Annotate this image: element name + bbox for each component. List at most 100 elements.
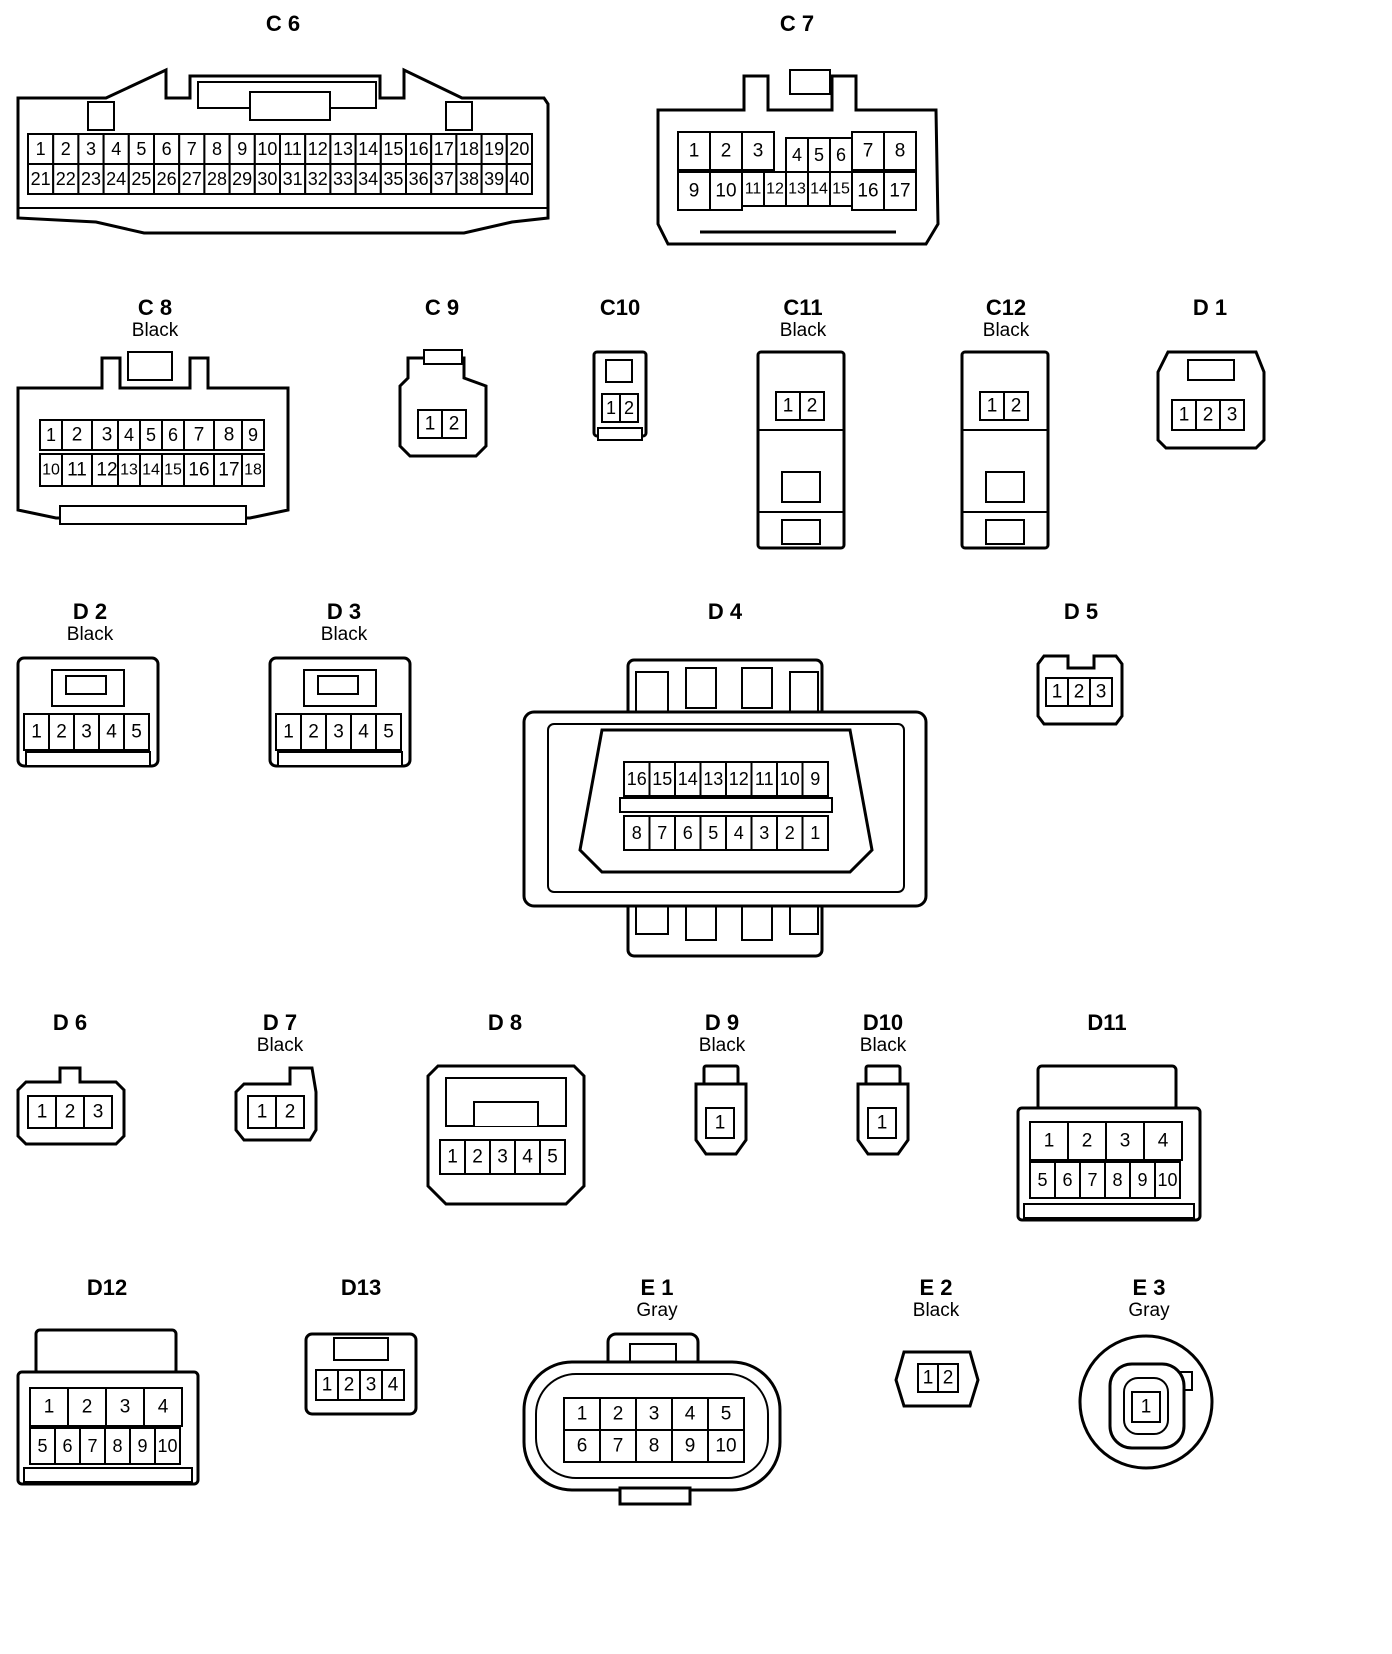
pin-number: 13 <box>333 139 353 159</box>
pin-number: 7 <box>1087 1170 1097 1190</box>
pin-cell <box>228 163 256 195</box>
pin-number: 10 <box>42 462 60 479</box>
connector-name: D11 <box>1087 1010 1127 1035</box>
pin-cell <box>867 1107 897 1139</box>
pin-number: 16 <box>857 181 878 202</box>
pin-number: 9 <box>248 425 258 445</box>
pin-number: 8 <box>1112 1170 1122 1190</box>
pin-cell <box>1089 677 1113 707</box>
pin-number: 2 <box>344 1375 355 1396</box>
pin-number: 6 <box>836 145 846 165</box>
pin-number: 2 <box>308 722 319 743</box>
pin-cell <box>671 1397 709 1431</box>
pin-number: 1 <box>987 396 998 417</box>
pin-number: 2 <box>56 722 67 743</box>
pin-cell <box>183 453 215 487</box>
pin-number: 4 <box>111 139 121 159</box>
pin-cell <box>77 133 105 165</box>
pin-cell <box>325 713 352 751</box>
pin-number: 7 <box>613 1436 624 1457</box>
pin-number: 33 <box>333 169 353 189</box>
pin-cell <box>1067 1121 1107 1161</box>
pin-number: 5 <box>136 139 146 159</box>
pin-cell <box>300 713 327 751</box>
pin-number: 16 <box>188 460 209 481</box>
pin-number: 11 <box>745 181 762 198</box>
pin-number: 2 <box>613 1404 624 1425</box>
pin-number: 15 <box>832 181 850 198</box>
pin-number: 17 <box>889 181 910 202</box>
connector-name: D 2 <box>72 599 108 624</box>
pin-cell <box>123 713 150 751</box>
pin-number: 3 <box>93 1102 104 1123</box>
connector-color: Black <box>131 320 179 341</box>
connector-name: D 6 <box>52 1010 88 1035</box>
pin-cell <box>143 1387 183 1427</box>
connector-name: D13 <box>340 1275 382 1300</box>
pin-cell <box>329 163 357 195</box>
pin-number: 5 <box>708 823 718 843</box>
pin-number: 12 <box>729 769 749 789</box>
pin-number: 3 <box>120 1397 131 1418</box>
connector-e3: 1 <box>1078 1334 1214 1470</box>
connector-color: Black <box>66 624 114 645</box>
pin-number: 3 <box>1227 405 1238 426</box>
pin-number: 1 <box>322 1375 333 1396</box>
pin-number: 13 <box>788 181 806 198</box>
pin-cell <box>505 133 533 165</box>
connector-color: Gray <box>1128 1300 1170 1321</box>
pin-number: 8 <box>895 141 906 162</box>
pin-number: 9 <box>137 1436 147 1456</box>
pin-number: 11 <box>283 139 302 159</box>
pin-number: 14 <box>810 181 828 198</box>
pin-cell <box>648 815 676 851</box>
pin-number: 3 <box>102 425 113 446</box>
pin-cell <box>505 163 533 195</box>
pin-number: 25 <box>131 169 151 189</box>
connector-name: C12 <box>985 295 1027 320</box>
pin-cell <box>599 1429 637 1463</box>
pin-cell <box>29 1387 69 1427</box>
pin-number: 13 <box>703 769 723 789</box>
pin-number: 35 <box>383 169 403 189</box>
pin-cell <box>563 1429 601 1463</box>
pin-cell <box>677 131 711 171</box>
pin-number: 30 <box>257 169 277 189</box>
connector-label-d6: D 6 <box>53 1011 87 1035</box>
connector-name: D12 <box>86 1275 128 1300</box>
pin-cell <box>178 133 206 165</box>
pin-number: 10 <box>1157 1170 1177 1190</box>
pin-cell <box>623 815 651 851</box>
connector-label-d13: D13 <box>341 1276 381 1300</box>
pin-number: 4 <box>1158 1131 1169 1152</box>
pin-cell <box>27 163 55 195</box>
connector-label-d11: D11 <box>1087 1011 1126 1035</box>
pin-cell <box>707 1429 745 1463</box>
pin-number: 3 <box>759 823 769 843</box>
connector-name: D 9 <box>704 1010 740 1035</box>
pin-number: 4 <box>158 1397 169 1418</box>
pin-cell <box>241 453 265 487</box>
pin-cell <box>241 419 265 451</box>
pin-number: 1 <box>37 1102 48 1123</box>
pin-cell <box>350 713 377 751</box>
pin-number: 3 <box>81 722 92 743</box>
connector-label-c6: C 6 <box>266 12 300 36</box>
connector-name: C 9 <box>424 295 460 320</box>
pin-number: 7 <box>187 139 197 159</box>
pin-cell <box>417 409 443 439</box>
pin-number: 1 <box>577 1404 588 1425</box>
pin-cell <box>405 133 433 165</box>
